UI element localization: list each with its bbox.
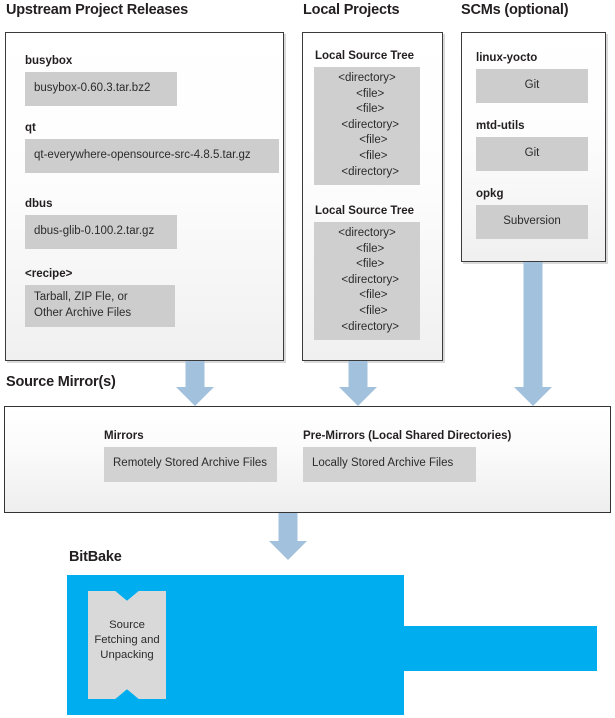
upstream-box-recipe — [25, 285, 175, 327]
source-mirrors-value-mirrors: Remotely Stored Archive Files — [113, 457, 268, 469]
fetch-box-line-2: Fetching and — [94, 634, 160, 646]
upstream-box-qt — [25, 139, 279, 173]
tree1-line-6: <file> — [346, 149, 388, 162]
upstream-label-dbus: dbus — [25, 198, 53, 210]
upstream-value-qt: qt-everywhere-opensource-src-4.8.5.tar.g… — [34, 149, 251, 161]
source-mirrors-label-mirrors: Mirrors — [104, 430, 144, 442]
heading-local-projects: Local Projects — [303, 2, 400, 18]
scm-box-mtd-utils — [476, 137, 588, 171]
scm-label-linux-yocto: linux-yocto — [476, 52, 538, 64]
bitbake-output-bar — [404, 626, 597, 671]
fetch-box-line-1: Source — [109, 619, 145, 631]
source-mirrors-box-mirrors — [104, 447, 277, 482]
upstream-value-dbus: dbus-glib-0.100.2.tar.gz — [34, 225, 155, 237]
tree1-line-2: <file> — [349, 87, 385, 100]
scm-value-mtd-utils: Git — [524, 147, 540, 159]
tree2-line-5: <file> — [346, 289, 388, 302]
tree1-line-1: <directory> — [338, 72, 396, 84]
heading-scms: SCMs (optional) — [461, 2, 569, 18]
scm-value-opkg: Subversion — [503, 215, 561, 227]
tree2-line-4: <directory> — [335, 273, 399, 286]
local-tree-label-1: Local Source Tree — [315, 50, 415, 62]
scm-label-mtd-utils: mtd-utils — [476, 120, 525, 132]
tree2-line-3: <file> — [349, 258, 385, 271]
source-mirrors-value-pre-mirrors: Locally Stored Archive Files — [312, 457, 454, 469]
local-tree-label-2: Local Source Tree — [315, 205, 415, 217]
scm-label-opkg: opkg — [476, 188, 504, 200]
tree1-line-4: <directory> — [335, 118, 399, 131]
heading-upstream-project-releases: Upstream Project Releases — [6, 2, 188, 18]
local-source-tree-1: <directory> <file> <file> <directory> <f… — [314, 67, 420, 185]
upstream-value-busybox: busybox-0.60.3.tar.bz2 — [34, 82, 151, 94]
source-mirrors-label-pre-mirrors: Pre-Mirrors (Local Shared Directories) — [303, 430, 512, 442]
upstream-value-recipe-line1: Tarball, ZIP Fle, or — [34, 291, 128, 303]
scm-value-linux-yocto: Git — [524, 79, 540, 91]
fetch-box-line-3: Unpacking — [100, 649, 154, 661]
heading-bitbake: BitBake — [69, 549, 122, 565]
tree1-line-3: <file> — [349, 103, 385, 116]
heading-source-mirrors: Source Mirror(s) — [6, 374, 116, 390]
upstream-label-qt: qt — [25, 122, 36, 134]
scm-box-linux-yocto — [476, 69, 588, 103]
upstream-box-busybox — [25, 72, 177, 106]
upstream-box-dbus — [25, 215, 177, 249]
upstream-label-busybox: busybox — [25, 55, 73, 67]
arrow-upstream-to-source-mirrors — [175, 361, 215, 406]
source-fetching-and-unpacking-box: Source Fetching and Unpacking — [88, 591, 166, 699]
tree2-line-1: <directory> — [338, 227, 396, 239]
tree2-line-2: <file> — [349, 242, 385, 255]
source-mirrors-box-pre-mirrors — [303, 447, 476, 482]
arrow-local-projects-to-source-mirrors — [338, 361, 378, 406]
arrow-source-mirrors-to-bitbake — [268, 513, 308, 560]
scm-box-opkg — [476, 205, 588, 239]
tree2-line-7: <directory> — [335, 320, 399, 333]
upstream-label-recipe: <recipe> — [25, 268, 73, 280]
local-source-tree-2: <directory> <file> <file> <directory> <f… — [314, 222, 420, 340]
upstream-value-recipe-line2: Other Archive Files — [34, 307, 132, 319]
tree1-line-5: <file> — [346, 134, 388, 147]
tree2-line-6: <file> — [346, 304, 388, 317]
arrow-scms-to-source-mirrors — [513, 262, 553, 406]
tree1-line-7: <directory> — [335, 165, 399, 178]
